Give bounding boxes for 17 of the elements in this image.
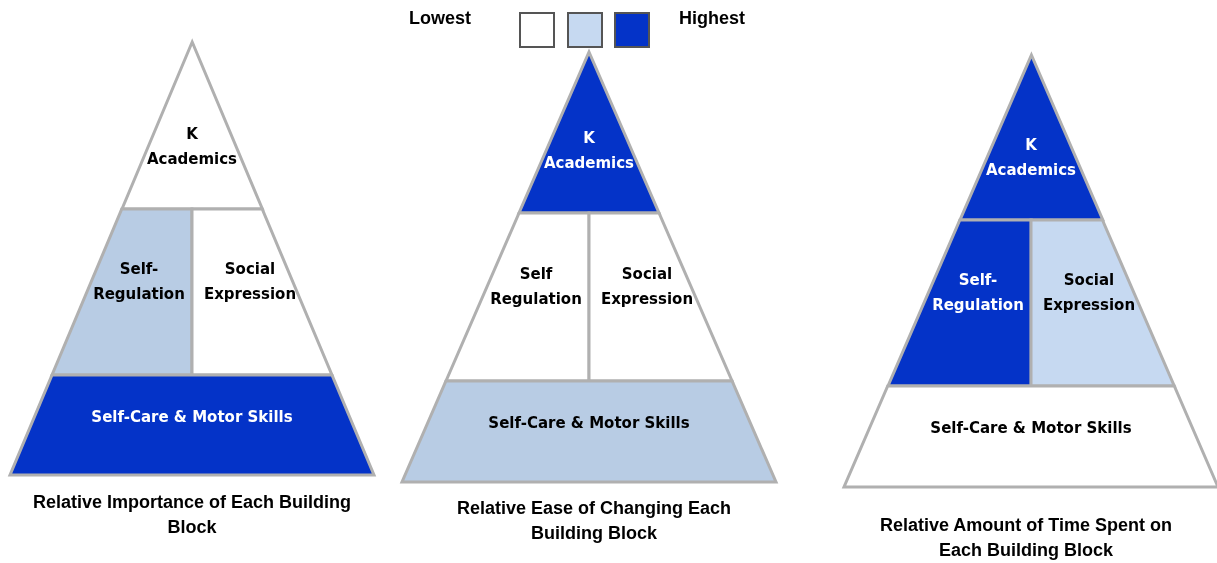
- pyramid-caption: Relative Importance of Each Building Block: [32, 491, 352, 539]
- section-label: K Academics: [984, 135, 1078, 181]
- section-label: Social Expression: [1041, 270, 1137, 316]
- section-label: Self-Care & Motor Skills: [90, 406, 294, 428]
- section-label: Self Regulation: [489, 264, 583, 310]
- legend-label: Highest: [679, 8, 745, 29]
- section-label: Social Expression: [599, 264, 695, 310]
- section-label: K Academics: [542, 128, 636, 174]
- section-label: Self-Care & Motor Skills: [487, 412, 691, 434]
- legend-label: Lowest: [409, 8, 471, 29]
- section-label: Social Expression: [202, 259, 298, 305]
- section-label: Self- Regulation: [92, 259, 186, 305]
- pyramid-caption: Relative Amount of Time Spent on Each Building Block: [879, 514, 1173, 562]
- section-label: Self- Regulation: [931, 270, 1025, 316]
- section-label: Self-Care & Motor Skills: [929, 417, 1133, 439]
- section-label: K Academics: [145, 124, 239, 170]
- pyramid-caption: Relative Ease of Changing Each Building Block: [455, 497, 733, 545]
